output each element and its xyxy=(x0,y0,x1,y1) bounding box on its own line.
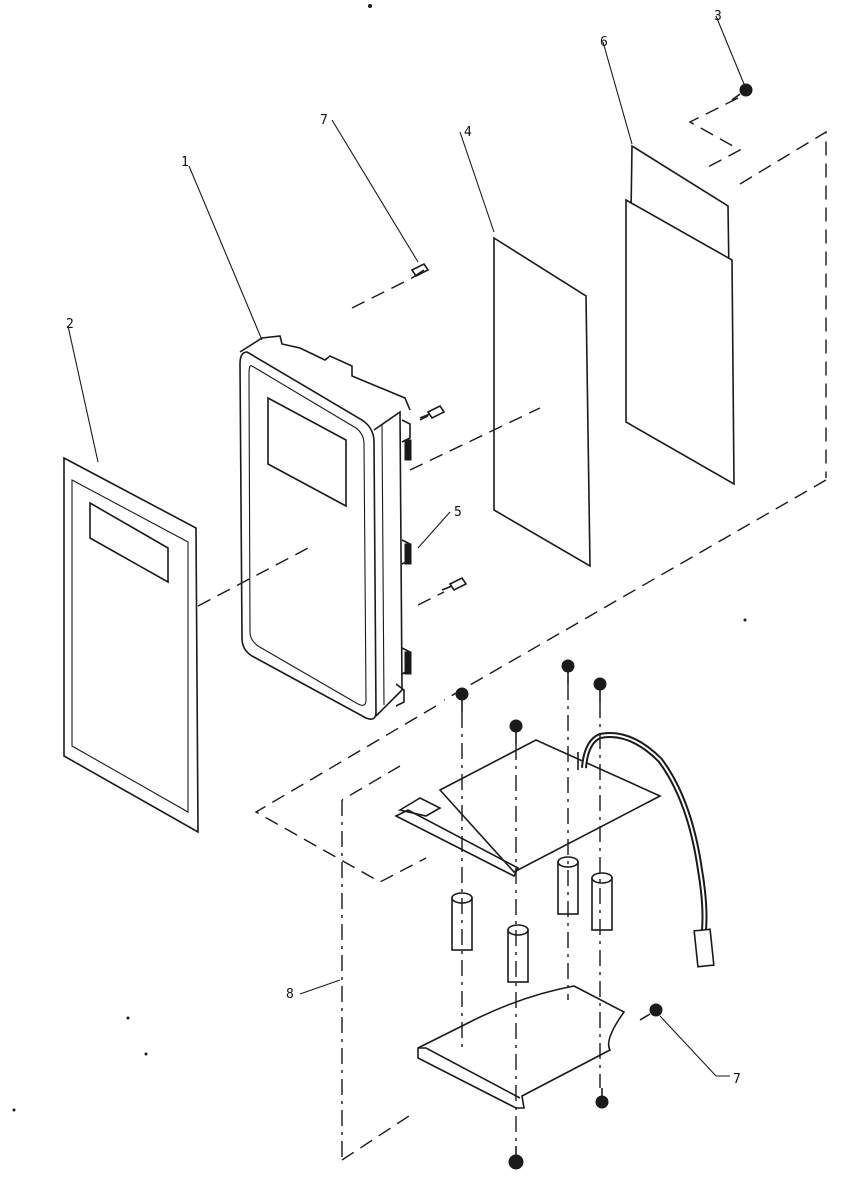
part-1-control-frame xyxy=(239,335,412,720)
leader-lines xyxy=(67,15,745,1077)
screw-icon xyxy=(639,1003,663,1021)
callout-2: 2 xyxy=(66,317,74,332)
cable-harness xyxy=(577,732,715,968)
screw-icon xyxy=(561,659,575,684)
mounting-bracket xyxy=(417,985,626,1109)
screw-3-icon xyxy=(731,83,753,101)
board-screws xyxy=(455,659,663,1170)
callout-3: 3 xyxy=(714,9,722,24)
callout-7-top: 7 xyxy=(320,113,328,128)
callout-6: 6 xyxy=(600,35,608,50)
standoff-icon xyxy=(507,924,529,983)
part-4-sheet xyxy=(493,236,591,568)
frame-screws xyxy=(410,83,753,592)
screw-icon xyxy=(508,1146,524,1170)
frame-side-clips xyxy=(395,419,412,707)
screw-icon xyxy=(455,687,469,712)
screw-icon xyxy=(410,262,430,279)
part-2-control-panel-sheet xyxy=(63,456,199,834)
callout-8: 8 xyxy=(286,987,294,1002)
callout-7-bottom: 7 xyxy=(733,1072,741,1087)
screw-icon xyxy=(441,576,468,592)
scan-specks xyxy=(12,4,747,1112)
screw-icon xyxy=(593,677,607,702)
assembly-lines-lower xyxy=(254,705,437,883)
callout-4: 4 xyxy=(464,125,472,140)
callout-5: 5 xyxy=(454,505,462,520)
part-6-membrane-sheets xyxy=(625,144,735,486)
screw-icon xyxy=(595,1088,609,1109)
screw-icon xyxy=(509,719,523,744)
assembly-axes xyxy=(341,684,601,1161)
standoffs xyxy=(451,856,613,983)
standoff-icon xyxy=(557,856,579,915)
assembly-lines-upper xyxy=(197,97,827,701)
callout-1: 1 xyxy=(181,155,189,170)
standoff-icon xyxy=(591,872,613,931)
callout-labels: 1 2 3 4 5 6 7 7 8 xyxy=(66,9,741,1087)
screw-icon xyxy=(419,404,446,420)
circuit-board xyxy=(394,739,662,878)
